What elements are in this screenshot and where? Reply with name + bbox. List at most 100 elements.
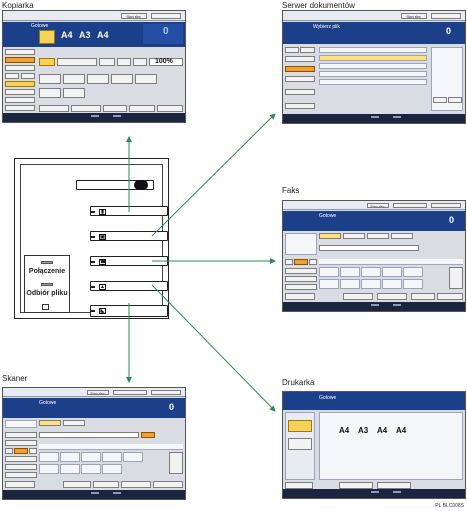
scanner-bot-5[interactable] [153, 481, 183, 488]
docserver-left-btn-4[interactable] [285, 66, 315, 72]
fax-dest-7[interactable] [340, 279, 360, 289]
fax-dest-4[interactable] [382, 267, 402, 277]
fax-dest-1[interactable] [319, 267, 339, 277]
copier-top-button[interactable] [151, 13, 181, 19]
fax-bottom-status-2[interactable] [393, 304, 401, 306]
fax-dest-3[interactable] [361, 267, 381, 277]
printer-bot-2[interactable] [339, 482, 373, 489]
copier-bot-4[interactable] [129, 105, 155, 112]
copier-bot-1[interactable] [39, 105, 69, 112]
docserver-file-row-4[interactable] [319, 79, 427, 85]
copier-func-2[interactable] [63, 74, 85, 84]
copier-left-btn-1[interactable] [5, 49, 35, 55]
fax-dest-10[interactable] [403, 279, 423, 289]
copier-bot-2[interactable] [71, 105, 101, 112]
fax-tab-2[interactable] [343, 233, 365, 239]
scanner-dest-7[interactable] [60, 464, 80, 474]
scanner-status-button[interactable]: Stan zlec. [87, 390, 109, 395]
scanner-dest-6[interactable] [39, 464, 59, 474]
copier-bot-3[interactable] [103, 105, 127, 112]
docserver-file-row-1[interactable] [319, 55, 427, 61]
fax-abc[interactable] [294, 259, 308, 265]
fax-tab-1[interactable] [319, 233, 341, 239]
scanner-bot-4[interactable] [121, 481, 151, 488]
fax-tab-4[interactable] [391, 233, 413, 239]
copier-bottom-status-1[interactable] [91, 115, 99, 117]
fax-dest-2[interactable] [340, 267, 360, 277]
docserver-left-btn-3[interactable] [285, 56, 315, 62]
fax-left-btn-1[interactable] [285, 268, 317, 274]
docserver-file-row-3[interactable] [319, 71, 427, 77]
scanner-dest-5[interactable] [123, 452, 143, 462]
docserver-file-row-2[interactable] [319, 63, 427, 69]
copier-density[interactable] [39, 58, 55, 66]
copier-left-btn-8[interactable] [5, 97, 35, 103]
scanner-dest-2[interactable] [60, 452, 80, 462]
copier-func-1[interactable] [39, 74, 61, 84]
scanner-abc[interactable] [14, 448, 28, 454]
fax-dest-5[interactable] [403, 267, 423, 277]
scanner-top-button-2[interactable] [113, 390, 147, 395]
docserver-scroll-up[interactable] [433, 97, 447, 103]
docserver-left-btn-7[interactable] [285, 103, 315, 109]
docserver-left-btn-2[interactable] [300, 47, 315, 53]
fax-left-btn-3[interactable] [285, 284, 317, 290]
scanner-left-btn-5[interactable] [5, 472, 37, 478]
fax-top-button-3[interactable] [431, 203, 461, 208]
printer-bot-1[interactable] [285, 482, 313, 489]
scanner-bottom-status-2[interactable] [113, 492, 121, 494]
docserver-left-btn-6[interactable] [285, 89, 315, 95]
scanner-left-btn-1[interactable] [5, 432, 37, 438]
scanner-tab-1[interactable] [39, 420, 61, 426]
scanner-bot-3[interactable] [93, 481, 119, 488]
docserver-left-btn-5[interactable] [285, 76, 315, 82]
copier-left-btn-4[interactable] [5, 73, 19, 79]
fax-dest-9[interactable] [382, 279, 402, 289]
printer-bottom-status-2[interactable] [393, 491, 401, 493]
docserver-bottom-status-2[interactable] [393, 116, 401, 118]
copier-func-6[interactable] [39, 88, 61, 98]
scanner-dest-4[interactable] [102, 452, 122, 462]
copier-left-btn-2[interactable] [5, 57, 35, 63]
copier-func-4[interactable] [111, 74, 133, 84]
fax-bottom-status-1[interactable] [371, 304, 379, 306]
copier-mid-btn-3[interactable] [117, 58, 131, 66]
docserver-scroll-down[interactable] [448, 97, 462, 103]
docserver-status-button[interactable]: Stan zlec. [401, 13, 427, 19]
fax-scroll[interactable] [449, 267, 463, 289]
copier-mid-btn-4[interactable] [133, 58, 147, 66]
copier-left-btn-9[interactable] [5, 105, 35, 111]
fax-top-button-2[interactable] [393, 203, 427, 208]
scanner-dest-input[interactable] [39, 432, 139, 438]
fax-bot-1[interactable] [285, 293, 315, 300]
fax-destination-input[interactable] [319, 245, 419, 251]
docserver-bottom-status-1[interactable] [371, 116, 379, 118]
scanner-left-btn-3[interactable] [5, 456, 37, 462]
fax-dest-6[interactable] [319, 279, 339, 289]
scanner-dest-1[interactable] [39, 452, 59, 462]
printer-bottom-status-1[interactable] [371, 491, 379, 493]
printer-button[interactable]: ▲ [90, 281, 168, 291]
copier-left-btn-3[interactable] [5, 65, 35, 71]
scanner-scroll[interactable] [169, 452, 183, 474]
copier-status-button[interactable]: Stan zlec. [121, 13, 147, 19]
scanner-bottom-status-1[interactable] [91, 492, 99, 494]
scanner-bot-2[interactable] [63, 481, 91, 488]
copier-func-7[interactable] [63, 88, 85, 98]
scanner-dest-3[interactable] [81, 452, 101, 462]
scanner-top-button-3[interactable] [151, 390, 181, 395]
fax-tab-3[interactable] [367, 233, 389, 239]
fax-bot-4[interactable] [411, 293, 435, 300]
copier-auto-paper[interactable] [39, 30, 55, 44]
scanner-dest-9[interactable] [102, 464, 122, 474]
copier-ratio-box[interactable] [149, 58, 183, 66]
printer-left-btn-2[interactable] [288, 438, 312, 450]
document-server-button[interactable]: ▣ [90, 231, 168, 241]
printer-left-btn-1[interactable] [288, 420, 312, 432]
scanner-dest-8[interactable] [81, 464, 101, 474]
fax-bot-2[interactable] [343, 293, 373, 300]
scanner-tab-2[interactable] [63, 420, 85, 426]
copier-bottom-status-2[interactable] [113, 115, 121, 117]
scanner-bot-1[interactable] [5, 481, 35, 488]
fax-bot-3[interactable] [377, 293, 407, 300]
